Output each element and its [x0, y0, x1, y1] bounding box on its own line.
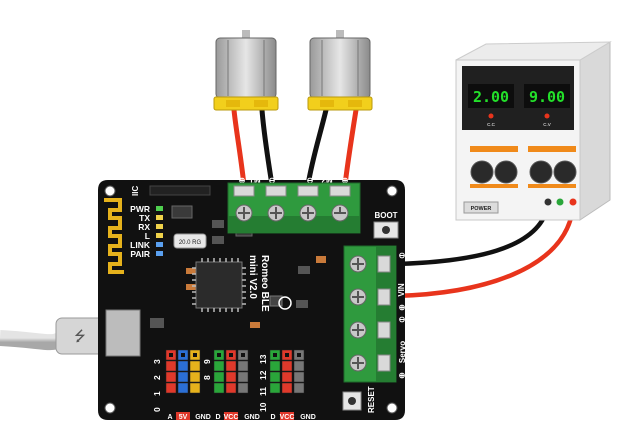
m1-label: M1	[249, 176, 261, 185]
m1-minus-label: ⊖	[268, 176, 275, 185]
pin-number-9: 9	[202, 359, 212, 364]
terminal-green-icon	[556, 198, 564, 206]
cc-indicator-icon	[488, 113, 494, 119]
bottom-label-a: A	[167, 414, 172, 421]
bottom-label-gnd-1: GND	[195, 414, 211, 421]
led-tx-icon	[156, 215, 163, 220]
power-terminal-block: ⊖ VIN ⊕ ⊖ Servo ⊕	[343, 245, 407, 383]
servo-plus-label: ⊕	[399, 371, 406, 380]
wires	[231, 107, 576, 299]
led-label-tx: TX	[139, 213, 150, 223]
vin-plus-label: ⊕	[399, 303, 406, 312]
pin-number-13: 13	[258, 354, 268, 364]
led-pair-icon	[156, 251, 163, 256]
pin-number-8: 8	[202, 375, 212, 380]
bottom-label-5v: 5V	[179, 414, 188, 421]
bottom-label-gnd-3: GND	[300, 414, 316, 421]
motor-terminal-block: ⊕ M1 ⊖ ⊖ M2 ⊕	[227, 176, 361, 234]
led-rx-icon	[156, 224, 163, 229]
led-label-l: L	[145, 231, 150, 241]
led-link-icon	[156, 242, 163, 247]
terminal-red-icon	[569, 198, 577, 206]
header-pin-scl: SCL	[182, 166, 188, 178]
psu-red-wire	[392, 205, 576, 299]
romeo-board: 5V GND SCL SDA IIC PWR TX RX L LINK PAIR…	[98, 164, 407, 421]
cc-label: C.C	[487, 122, 496, 127]
vin-minus-label: ⊖	[399, 251, 406, 260]
bottom-label-vcc-1: VCC	[224, 414, 239, 421]
pin-headers	[165, 349, 305, 394]
motor-m1	[213, 30, 279, 111]
servo-label: Servo	[398, 341, 407, 363]
led-pwr-icon	[156, 206, 163, 211]
knob-1-icon[interactable]	[470, 160, 494, 184]
m2-red-wire	[342, 107, 359, 188]
knob-4-icon[interactable]	[553, 160, 577, 184]
power-button[interactable]	[463, 201, 499, 214]
mcu-chip	[192, 258, 246, 312]
pin-number-11: 11	[258, 387, 268, 396]
led-label-link: LINK	[130, 240, 151, 250]
led-l-icon	[156, 233, 163, 238]
pin-number-2: 2	[152, 375, 162, 380]
cv-label: C.V	[543, 122, 551, 127]
m2-plus-label: ⊕	[341, 176, 348, 185]
voltage-display-right: 9.00	[529, 88, 565, 106]
board-title-line2: mini V2.0	[247, 255, 258, 299]
m2-minus-label: ⊖	[306, 176, 313, 185]
header-pin-gnd: GND	[167, 164, 173, 178]
pin-number-3: 3	[152, 359, 162, 364]
bottom-label-vcc-2: VCC	[280, 414, 295, 421]
vin-label: VIN	[397, 283, 406, 297]
led-label-rx: RX	[138, 222, 150, 232]
m1-plus-label: ⊕	[238, 176, 245, 185]
m1-red-wire	[231, 107, 247, 188]
led-label-pwr: PWR	[130, 204, 150, 214]
terminal-black-icon	[544, 198, 552, 206]
usb-icon: ⭍	[74, 329, 86, 345]
bottom-label-d-1: D	[215, 414, 220, 421]
antenna-icon	[104, 198, 124, 274]
header-pin-sda: SDA	[197, 165, 203, 178]
m2-label: M2	[321, 176, 333, 185]
crystal-label: 20.0 RG	[179, 240, 202, 246]
boot-label: BOOT	[374, 211, 397, 220]
knob-2-icon[interactable]	[494, 160, 518, 184]
bottom-label-gnd-2: GND	[244, 414, 260, 421]
dfrobot-logo-icon	[278, 296, 292, 310]
m2-black-wire	[305, 107, 329, 188]
pin-number-0: 0	[152, 407, 162, 412]
pin-number-12: 12	[258, 370, 268, 380]
servo-minus-label: ⊖	[399, 315, 406, 324]
bottom-label-d-2: D	[270, 414, 275, 421]
board-title-line1: Romeo BLE	[259, 255, 270, 312]
knob-3-icon[interactable]	[529, 160, 553, 184]
voltage-display-left: 2.00	[473, 88, 509, 106]
motor-m2	[307, 30, 373, 111]
reset-label: RESET	[367, 386, 376, 413]
power-label: POWER	[471, 206, 492, 212]
m1-black-wire	[259, 107, 275, 188]
iic-label: IIC	[131, 186, 140, 196]
pin-number-1: 1	[152, 391, 162, 396]
cv-indicator-icon	[544, 113, 550, 119]
header-pin-5v: 5V	[153, 171, 159, 178]
pin-number-10: 10	[258, 402, 268, 412]
power-supply: 2.00 9.00 C.C C.V POWER	[455, 41, 612, 221]
led-label-pair: PAIR	[130, 249, 150, 259]
